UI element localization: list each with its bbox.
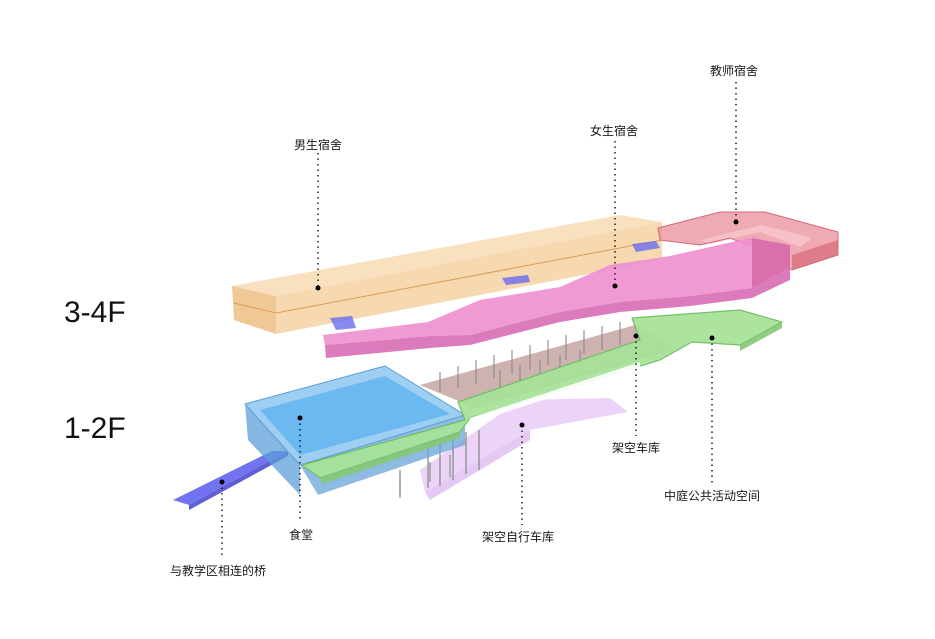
leader-lines <box>221 82 737 559</box>
floor-label-upper: 3-4F <box>64 296 126 329</box>
label-courtyard: 中庭公共活动空间 <box>664 489 761 503</box>
canteen-columns <box>399 455 451 498</box>
courtyard-volume <box>300 309 784 484</box>
male-dorm-volume <box>232 215 663 334</box>
label-bridge: 与教学区相连的桥 <box>170 564 267 578</box>
bridge-volume <box>173 451 288 510</box>
label-teacher-dorm: 教师宿舍 <box>710 64 759 78</box>
floor-label-lower: 1-2F <box>64 412 126 445</box>
bike-garage-volume <box>420 398 628 500</box>
label-stilt-garage: 架空车库 <box>612 441 661 455</box>
label-bike-garage: 架空自行车库 <box>482 530 555 544</box>
female-dorm-volume <box>323 238 790 358</box>
label-canteen: 食堂 <box>289 528 314 542</box>
label-female-dorm: 女生宿舍 <box>590 124 639 138</box>
leader-dots <box>219 219 739 485</box>
label-male-dorm: 男生宿舍 <box>294 138 343 152</box>
